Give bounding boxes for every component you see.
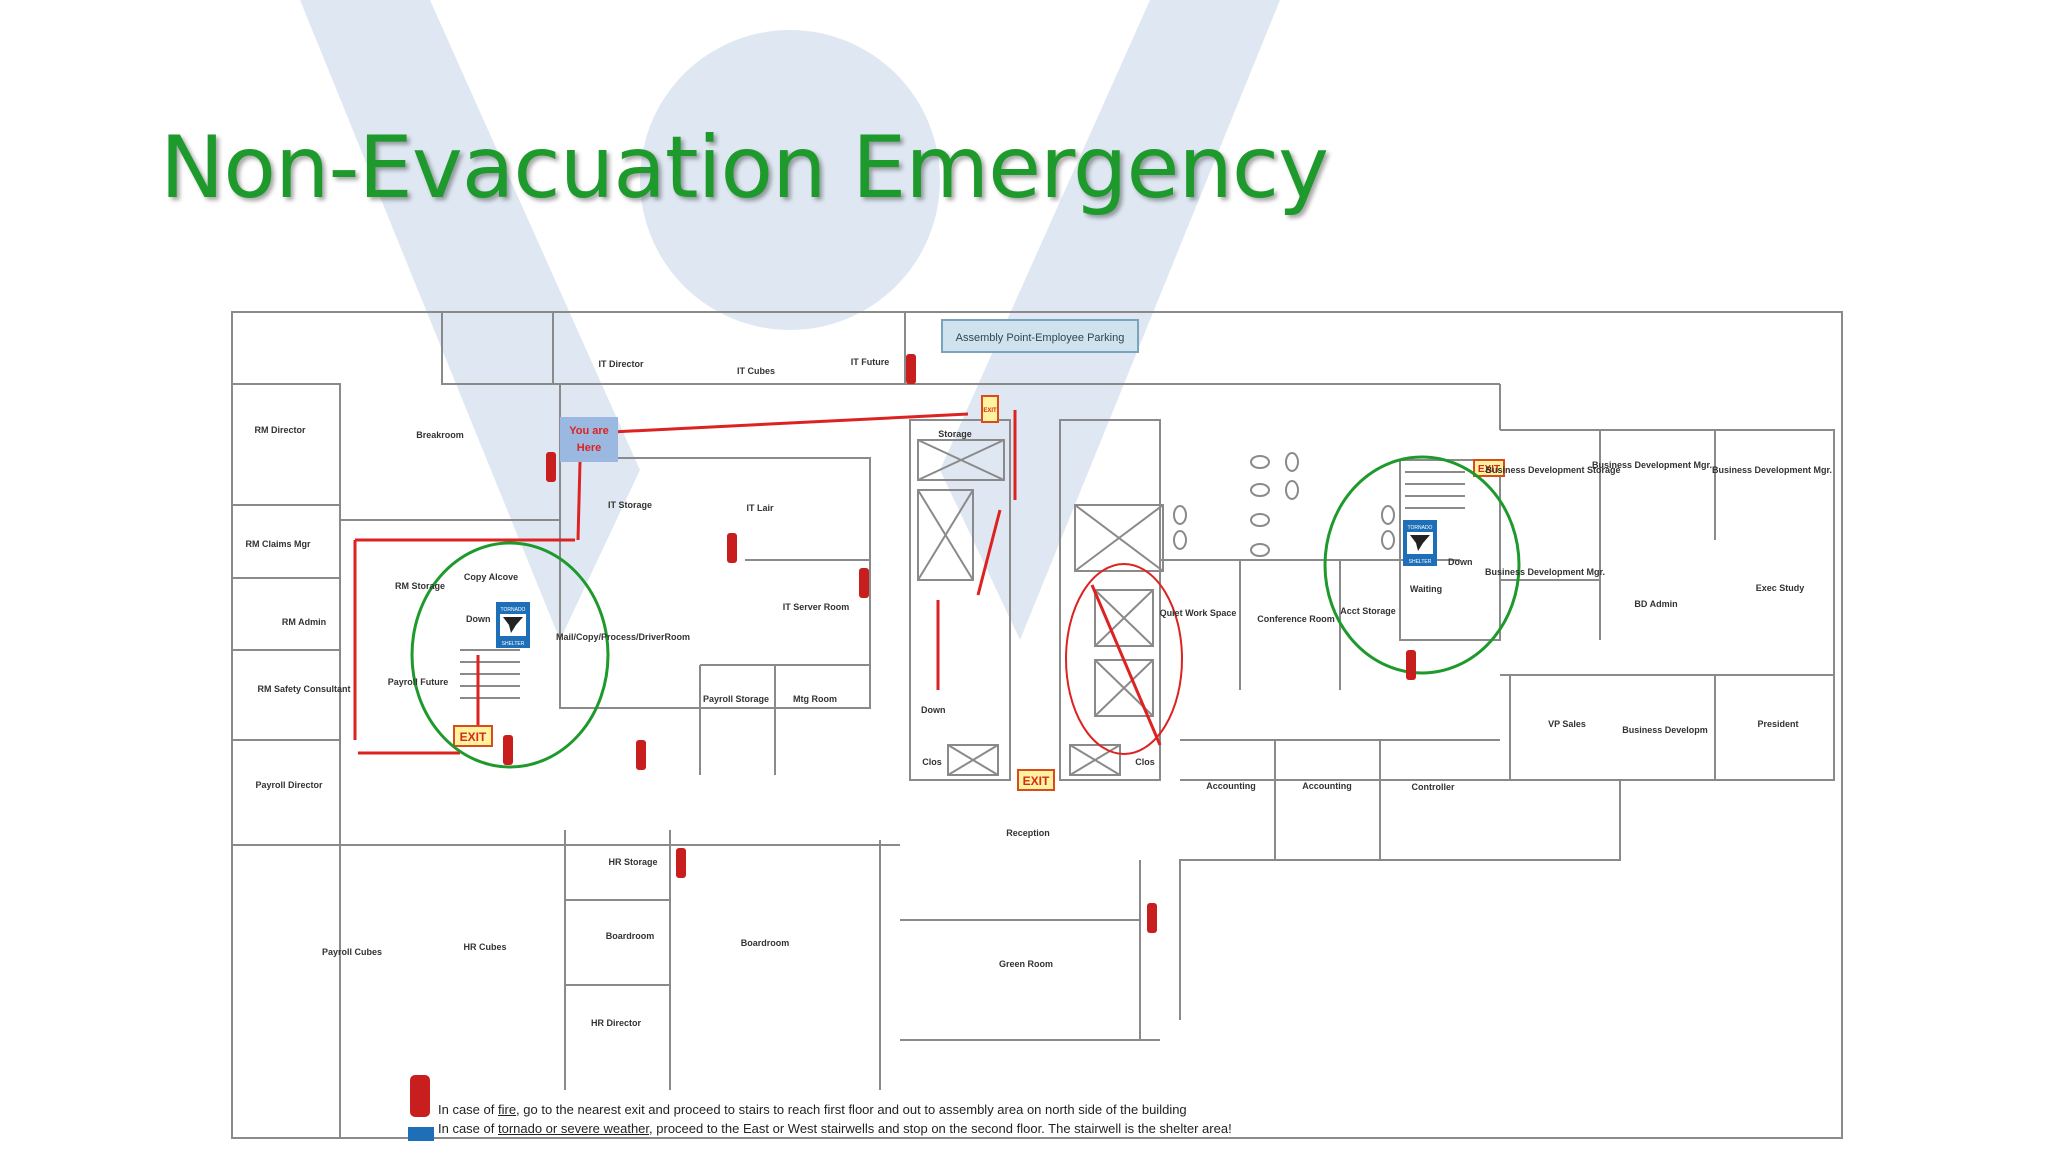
room-label-it-server-room: IT Server Room <box>783 602 850 612</box>
room-label-it-lair: IT Lair <box>746 503 774 513</box>
room-label-bd-mgr-top-right: Business Development Mgr. <box>1712 465 1832 475</box>
room-label-vp-sales: VP Sales <box>1548 719 1586 729</box>
room-label-clos-left: Clos <box>922 757 942 767</box>
shelter-east-text-1: TORNADO <box>1408 525 1433 531</box>
legend-fire-line: In case of fire, go to the nearest exit … <box>438 1100 1232 1119</box>
room-label-exec-study: Exec Study <box>1756 583 1805 593</box>
room-label-conference-room: Conference Room <box>1257 614 1335 624</box>
elevator-cross-line <box>1090 584 1162 746</box>
room-label-bd-storage: Business Development Storage <box>1485 465 1620 475</box>
fire-extinguisher-icons <box>410 354 1416 1117</box>
room-label-payroll-future: Payroll Future <box>388 677 449 687</box>
room-label-business-developm: Business Developm <box>1622 725 1708 735</box>
you-are-here-line-2: Here <box>577 442 601 454</box>
room-labels: RM Director Breakroom IT Director IT Cub… <box>245 357 1832 1028</box>
fire-extinguisher-icon <box>1147 903 1157 933</box>
exit-sign-west: EXIT <box>453 725 493 747</box>
room-label-mail-room: Mail/Copy/Process/DriverRoom <box>556 632 690 642</box>
exit-sign-center: EXIT <box>1017 769 1055 791</box>
room-label-boardroom: Boardroom <box>741 938 790 948</box>
west-stair-treads <box>460 649 520 699</box>
room-label-rm-storage: RM Storage <box>395 581 445 591</box>
tornado-shelter-icon-west: TORNADO SHELTER <box>496 602 530 648</box>
room-label-payroll-cubes: Payroll Cubes <box>322 947 382 957</box>
legend: In case of fire, go to the nearest exit … <box>438 1100 1232 1138</box>
room-label-bd-mgr-mid: Business Development Mgr. <box>1485 567 1605 577</box>
down-label-west: Down <box>466 614 491 624</box>
fire-extinguisher-icon <box>676 848 686 878</box>
legend-tornado-pre: In case of <box>438 1121 498 1136</box>
room-label-waiting: Waiting <box>1410 584 1442 594</box>
room-label-rm-admin: RM Admin <box>282 617 326 627</box>
exit-sign-north: EXIT <box>981 395 999 423</box>
fire-extinguisher-icon <box>1406 650 1416 680</box>
fire-extinguisher-icon <box>636 740 646 770</box>
exit-sign-east-label: EXIT <box>1478 464 1500 475</box>
evacuation-routes <box>353 410 1017 755</box>
exit-sign-west-label: EXIT <box>460 730 487 744</box>
room-label-breakroom: Breakroom <box>416 430 464 440</box>
room-label-rm-director: RM Director <box>254 425 306 435</box>
legend-fire-key: fire <box>497 1102 517 1117</box>
room-label-reception: Reception <box>1006 828 1050 838</box>
room-label-it-director: IT Director <box>598 359 644 369</box>
fire-extinguisher-icon <box>410 1075 430 1117</box>
room-label-bd-mgr-top: Business Development Mgr. <box>1592 460 1712 470</box>
fire-extinguisher-icon <box>906 354 916 384</box>
down-label-center: Down <box>921 705 946 715</box>
legend-fire-post: , go to the nearest exit and proceed to … <box>516 1102 1187 1117</box>
assembly-point-label: Assembly Point-Employee Parking <box>956 332 1125 344</box>
room-label-it-future: IT Future <box>851 357 890 367</box>
room-label-it-cubes: IT Cubes <box>737 366 775 376</box>
room-label-storage: Storage <box>938 429 972 439</box>
elevator-circle <box>1065 563 1183 755</box>
exit-sign-center-label: EXIT <box>1023 774 1050 788</box>
plan-walls <box>231 311 1843 1139</box>
room-label-clos-right: Clos <box>1135 757 1155 767</box>
down-label-east: Down <box>1448 557 1473 567</box>
you-are-here-marker: You are Here <box>560 417 618 462</box>
legend-fire-pre: In case of <box>438 1102 498 1117</box>
shelter-east-text-2: SHELTER <box>1409 559 1432 565</box>
fire-extinguisher-icon <box>859 568 869 598</box>
room-label-hr-director: HR Director <box>591 1018 642 1028</box>
room-label-rm-claims-mgr: RM Claims Mgr <box>245 539 311 549</box>
legend-tornado-post: , proceed to the East or West stairwells… <box>649 1121 1232 1136</box>
room-label-controller: Controller <box>1411 782 1454 792</box>
room-label-hr-cubes: HR Cubes <box>463 942 506 952</box>
tornado-shelter-icon-east: TORNADO SHELTER <box>1403 520 1437 566</box>
east-stair-treads <box>1405 459 1465 509</box>
room-label-accounting-2: Accounting <box>1302 781 1352 791</box>
east-shelter-circle <box>1323 455 1521 675</box>
room-label-quiet-work-space: Quiet Work Space <box>1160 608 1237 618</box>
room-label-it-storage: IT Storage <box>608 500 652 510</box>
room-label-payroll-director: Payroll Director <box>255 780 323 790</box>
room-label-rm-safety-consultant: RM Safety Consultant <box>257 684 350 694</box>
legend-tornado-key: tornado or severe weather <box>497 1121 650 1136</box>
shelter-west-text-1: TORNADO <box>501 607 526 613</box>
legend-tornado-line: In case of tornado or severe weather, pr… <box>438 1119 1232 1138</box>
legend-shelter-swatch <box>408 1127 434 1141</box>
exit-sign-north-label: EXIT <box>983 408 997 414</box>
room-label-payroll-storage: Payroll Storage <box>703 694 769 704</box>
room-label-mtg-room: Mtg Room <box>793 694 837 704</box>
fire-extinguisher-icon <box>503 735 513 765</box>
fire-extinguisher-icon <box>727 533 737 563</box>
room-label-copy-alcove: Copy Alcove <box>464 572 518 582</box>
room-label-bd-admin: BD Admin <box>1634 599 1677 609</box>
assembly-point-box: Assembly Point-Employee Parking <box>941 319 1139 353</box>
room-label-president: President <box>1757 719 1798 729</box>
slide-title: Non-Evacuation Emergency <box>160 118 1329 218</box>
room-label-accounting-1: Accounting <box>1206 781 1256 791</box>
room-label-boardroom-small: Boardroom <box>606 931 655 941</box>
room-label-green-room: Green Room <box>999 959 1053 969</box>
west-shelter-circle <box>410 541 610 769</box>
you-are-here-line-1: You are <box>569 425 609 437</box>
shelter-west-text-2: SHELTER <box>502 641 525 647</box>
fire-extinguisher-icon <box>546 452 556 482</box>
room-label-acct-storage: Acct Storage <box>1340 606 1396 616</box>
room-label-hr-storage: HR Storage <box>608 857 657 867</box>
exit-sign-east: EXIT <box>1473 459 1505 477</box>
